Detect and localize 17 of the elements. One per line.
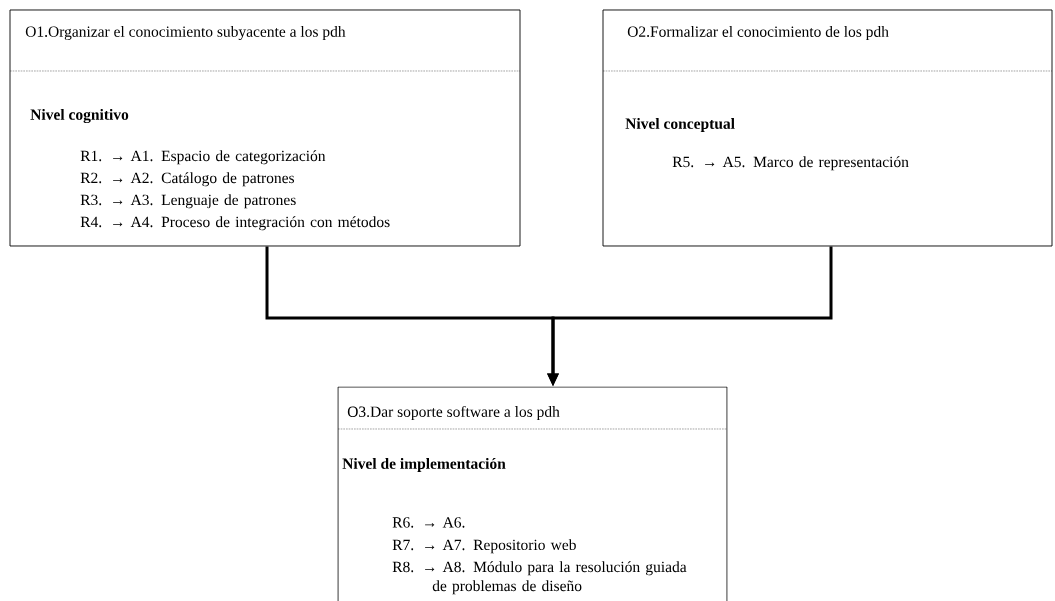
objective-title: O3.Dar soporte software a los pdh: [347, 405, 560, 421]
result-item: R6. → A6.: [392, 517, 465, 528]
result-item: R4. → A4. Proceso de integración con métodos: [80, 216, 390, 231]
objective-title: O2.Formalizar el conocimiento de los pdh: [627, 25, 889, 40]
objective-title: O1.Organizar el conocimiento subyacente a los pdh: [25, 25, 346, 41]
level-heading: Nivel cognitivo: [30, 108, 129, 124]
level-heading: Nivel de implementación: [342, 457, 506, 472]
level-heading: Nivel conceptual: [625, 117, 735, 132]
result-item: R7. → A7. Repositorio web: [392, 539, 576, 554]
objective-box: [602, 9, 1053, 247]
result-item: R5. → A5. Marco de representación: [672, 156, 909, 171]
objective-box: [337, 386, 728, 601]
result-item: R2. → A2. Catálogo de patrones: [80, 172, 295, 187]
result-item: R8. → A8. Módulo para la resolución guiada de problemas de diseño: [392, 561, 687, 595]
result-item: R1. → A1. Espacio de categorización: [80, 150, 326, 165]
objective-box: [9, 9, 521, 247]
result-item: R3. → A3. Lenguaje de patrones: [80, 194, 296, 209]
